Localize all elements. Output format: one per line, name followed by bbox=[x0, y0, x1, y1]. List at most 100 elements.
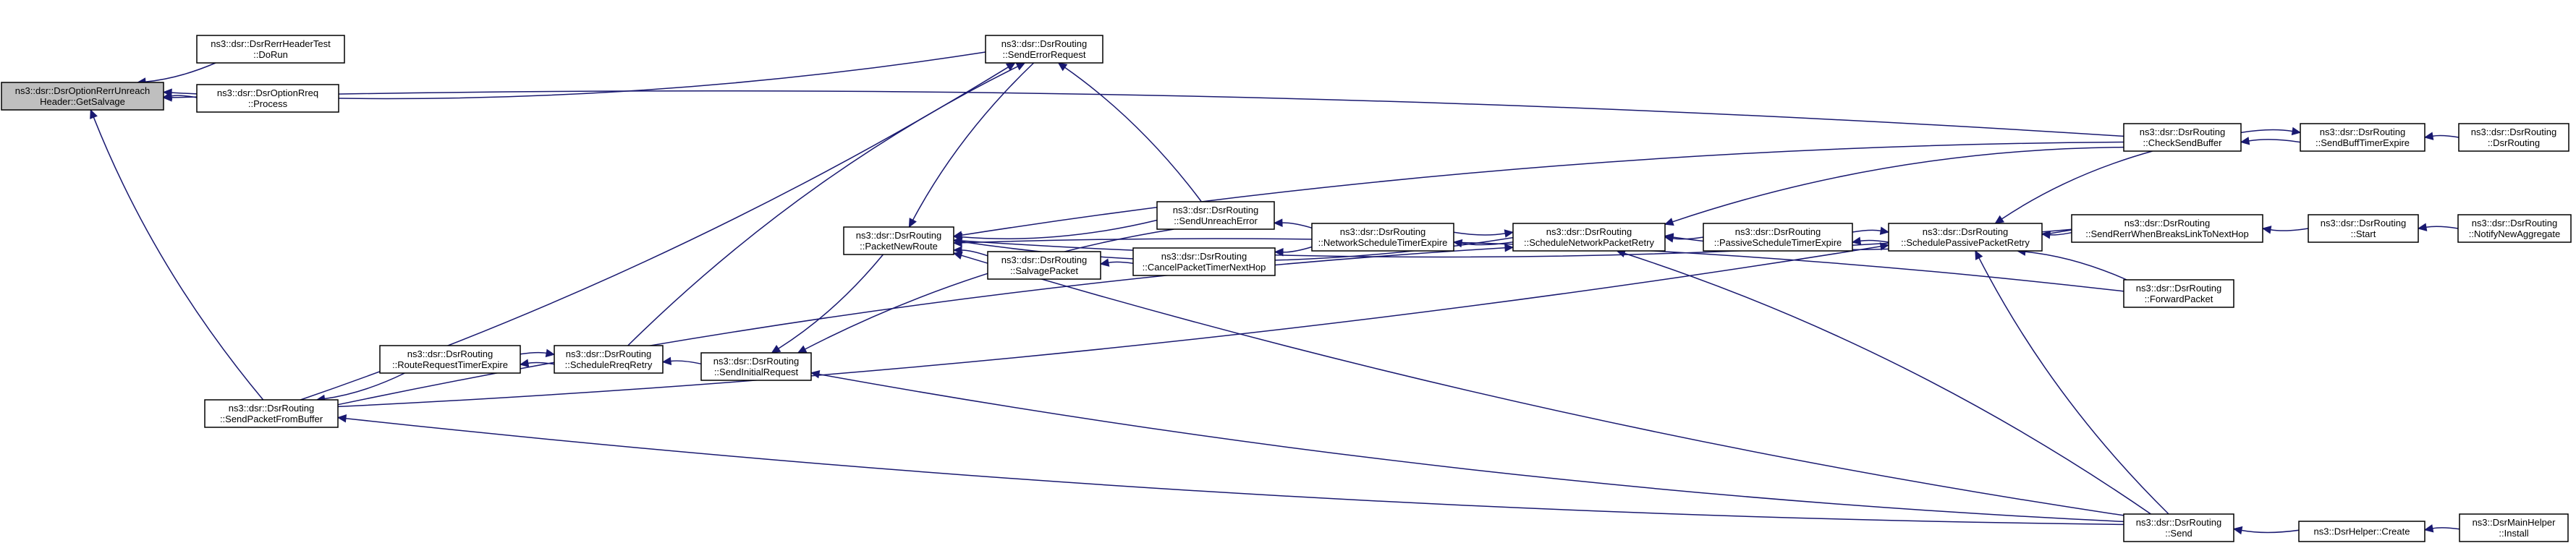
arrowhead-icon bbox=[545, 348, 556, 358]
node-box bbox=[1311, 223, 1454, 252]
node-box bbox=[700, 352, 812, 381]
node-SendErrorRequest[interactable]: ns3::dsr::DsrRouting::SendErrorRequest bbox=[985, 35, 1103, 64]
nodes-layer: ns3::dsr::DsrOptionRerrUnreachHeader::Ge… bbox=[1, 35, 2572, 542]
node-PassiveScheduleTimerExpire[interactable]: ns3::dsr::DsrRouting::PassiveScheduleTim… bbox=[1703, 223, 1853, 252]
arrowhead-icon bbox=[1851, 236, 1862, 245]
node-box bbox=[1, 82, 164, 111]
node-CancelPacketTimerNextHop[interactable]: ns3::dsr::DsrRouting::CancelPacketTimerN… bbox=[1132, 247, 1276, 276]
edge-Send-to-PacketNewRoute bbox=[952, 251, 2124, 516]
node-label: ::RouteRequestTimerExpire bbox=[392, 359, 508, 370]
node-RouteRequestTimerExpire[interactable]: ns3::dsr::DsrRouting::RouteRequestTimerE… bbox=[379, 345, 521, 374]
edge-line bbox=[1281, 222, 1313, 229]
edge-line bbox=[2432, 527, 2460, 530]
node-label: ns3::dsr::DsrRouting bbox=[566, 348, 652, 359]
node-box bbox=[196, 84, 339, 113]
edge-SchedulePassivePacketRetry-to-PassiveScheduleTimerExpire bbox=[1851, 236, 1889, 245]
edge-line bbox=[1108, 261, 1134, 264]
node-DsrHelperCreate[interactable]: ns3::DsrHelper::Create bbox=[2298, 521, 2425, 542]
node-label: ns3::dsr::DsrRouting bbox=[2140, 127, 2226, 137]
node-Start[interactable]: ns3::dsr::DsrRouting::Start bbox=[2308, 214, 2419, 243]
edge-line bbox=[1852, 229, 1881, 233]
node-box bbox=[2300, 123, 2425, 152]
node-label: ::SalvagePacket bbox=[1010, 265, 1078, 276]
edge-CheckSendBuffer-to-PacketNewRoute bbox=[952, 141, 2124, 239]
edge-line bbox=[2432, 134, 2460, 138]
node-label: ::NetworkScheduleTimerExpire bbox=[1318, 237, 1448, 248]
node-DoRun[interactable]: ns3::dsr::DsrRerrHeaderTest::DoRun bbox=[196, 35, 345, 64]
node-Process[interactable]: ns3::dsr::DsrOptionRreq::Process bbox=[196, 84, 339, 113]
arrowhead-icon bbox=[2423, 132, 2434, 140]
node-label: ::DsrRouting bbox=[2488, 137, 2540, 148]
node-label: ::PassiveScheduleTimerExpire bbox=[1714, 237, 1842, 248]
node-label: ns3::dsr::DsrRouting bbox=[1001, 255, 1088, 265]
edge-line bbox=[961, 141, 2124, 236]
node-label: ns3::dsr::DsrRouting bbox=[2320, 127, 2406, 137]
arrowhead-icon bbox=[2261, 226, 2272, 234]
node-SalvagePacket[interactable]: ns3::dsr::DsrRouting::SalvagePacket bbox=[987, 251, 1101, 280]
node-label: ns3::dsr::DsrRouting bbox=[2124, 218, 2211, 228]
node-box bbox=[985, 35, 1103, 64]
node-label: ns3::dsr::DsrRouting bbox=[856, 230, 942, 241]
arrowhead-icon bbox=[2232, 526, 2243, 535]
node-ScheduleNetworkPacketRetry[interactable]: ns3::dsr::DsrRouting::ScheduleNetworkPac… bbox=[1512, 223, 1666, 252]
edge-Send-to-SendInitialRequest bbox=[810, 370, 2124, 523]
arrowhead-icon bbox=[661, 356, 672, 366]
edge-NotifyNewAggregate-to-Start bbox=[2417, 223, 2459, 231]
node-box bbox=[204, 399, 339, 428]
node-label: ::Install bbox=[2499, 528, 2528, 539]
edge-line bbox=[93, 116, 264, 401]
edge-line bbox=[912, 62, 1035, 221]
arrowhead-icon bbox=[519, 359, 530, 367]
node-label: ::CancelPacketTimerNextHop bbox=[1143, 262, 1266, 273]
arrowhead-icon bbox=[2423, 524, 2434, 533]
node-label: ::ScheduleRreqRetry bbox=[565, 359, 653, 370]
node-label: ns3::DsrHelper::Create bbox=[2314, 526, 2410, 537]
arrowhead-icon bbox=[952, 239, 962, 247]
node-label: ::ScheduleNetworkPacketRetry bbox=[1524, 237, 1654, 248]
node-box bbox=[2298, 521, 2425, 542]
node-SendRerrWhenBreaksLinkToNextHop[interactable]: ns3::dsr::DsrRouting::SendRerrWhenBreaks… bbox=[2071, 214, 2263, 243]
node-Send[interactable]: ns3::dsr::DsrRouting::Send bbox=[2123, 513, 2234, 542]
edge-line bbox=[337, 247, 1506, 406]
arrowhead-icon bbox=[1057, 62, 1068, 72]
edge-line bbox=[324, 372, 405, 400]
node-PacketNewRoute[interactable]: ns3::dsr::DsrRouting::PacketNewRoute bbox=[843, 226, 954, 255]
node-label: ns3::dsr::DsrRouting bbox=[1735, 226, 1821, 237]
node-ForwardPacket[interactable]: ns3::dsr::DsrRouting::ForwardPacket bbox=[2123, 279, 2234, 308]
node-label: ::NotifyNewAggregate bbox=[2469, 228, 2560, 239]
node-GetSalvage[interactable]: ns3::dsr::DsrOptionRerrUnreachHeader::Ge… bbox=[1, 82, 164, 111]
node-DsrRoutingCtor[interactable]: ns3::dsr::DsrRouting::DsrRouting bbox=[2458, 123, 2569, 152]
arrowhead-icon bbox=[1274, 248, 1284, 257]
edge-line bbox=[818, 373, 2124, 523]
node-label: ::SendRerrWhenBreaksLinkToNextHop bbox=[2085, 228, 2248, 239]
node-SendPacketFromBuffer[interactable]: ns3::dsr::DsrRouting::SendPacketFromBuff… bbox=[204, 399, 339, 428]
node-box bbox=[2458, 123, 2569, 152]
node-SendBuffTimerExpire[interactable]: ns3::dsr::DsrRouting::SendBuffTimerExpir… bbox=[2300, 123, 2425, 152]
arrowhead-icon bbox=[797, 345, 808, 354]
node-label: ns3::dsr::DsrRouting bbox=[713, 356, 800, 367]
node-NetworkScheduleTimerExpire[interactable]: ns3::dsr::DsrRouting::NetworkScheduleTim… bbox=[1311, 223, 1454, 252]
edge-CheckSendBuffer-to-SendBuffTimerExpire bbox=[2240, 127, 2302, 136]
node-SendInitialRequest[interactable]: ns3::dsr::DsrRouting::SendInitialRequest bbox=[700, 352, 812, 381]
edge-line bbox=[2001, 150, 2153, 220]
edge-CheckSendBuffer-to-SchedulePassivePacketRetry bbox=[1994, 150, 2153, 224]
arrowhead-icon bbox=[336, 414, 347, 423]
node-DsrMainHelperInstall[interactable]: ns3::DsrMainHelper::Install bbox=[2459, 513, 2569, 542]
edge-line bbox=[961, 255, 2124, 516]
node-ScheduleRreqRetry[interactable]: ns3::dsr::DsrRouting::ScheduleRreqRetry bbox=[554, 345, 664, 374]
node-NotifyNewAggregate[interactable]: ns3::dsr::DsrRouting::NotifyNewAggregate bbox=[2457, 214, 2572, 243]
edge-line bbox=[2425, 226, 2459, 229]
node-SendUnreachError[interactable]: ns3::dsr::DsrRouting::SendUnreachError bbox=[1156, 201, 1275, 230]
arrowhead-icon bbox=[1015, 62, 1026, 71]
edge-ScheduleRreqRetry-to-RouteRequestTimerExpire bbox=[519, 359, 555, 367]
edge-line bbox=[1624, 252, 2151, 515]
node-label: ::SendInitialRequest bbox=[714, 367, 799, 377]
node-CheckSendBuffer[interactable]: ns3::dsr::DsrRouting::CheckSendBuffer bbox=[2123, 123, 2242, 152]
arrowhead-icon bbox=[1452, 239, 1463, 248]
node-box bbox=[379, 345, 521, 374]
edge-line bbox=[1282, 246, 1313, 253]
node-SchedulePassivePacketRetry[interactable]: ns3::dsr::DsrRouting::SchedulePassivePac… bbox=[1888, 223, 2043, 252]
node-label: ::SendPacketFromBuffer bbox=[220, 414, 323, 424]
node-label: ns3::dsr::DsrOptionRerrUnreach bbox=[15, 85, 150, 96]
